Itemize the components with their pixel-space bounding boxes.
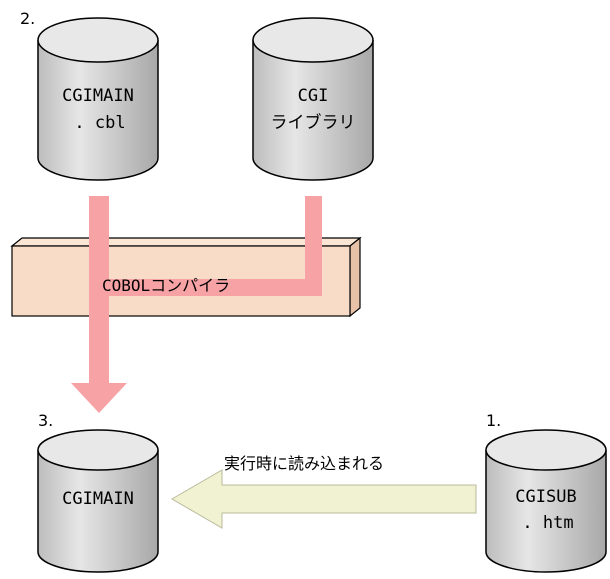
cgisub-htm-label-line1: CGISUB xyxy=(515,487,576,507)
runtime-arrow-label: 実行時に読み込まれる xyxy=(224,454,384,473)
cgimain-cbl-label-line2: . cbl xyxy=(74,113,125,133)
cylinder-cgimain-cbl xyxy=(37,17,159,181)
cgimain-label: CGIMAIN xyxy=(62,489,134,509)
runtime-load-arrow xyxy=(171,469,477,529)
cgimain-cbl-label-line1: CGIMAIN xyxy=(62,86,134,106)
cgi-library-label-line2: ライブラリ xyxy=(271,112,356,133)
cgi-library-label-line1: CGI xyxy=(298,86,329,106)
compile-flow-arrow xyxy=(71,196,322,413)
cgisub-htm-label-line2: . htm xyxy=(522,513,573,533)
step-number-1: 1. xyxy=(486,411,501,430)
compiler-label: COBOLコンパイラ xyxy=(102,276,230,295)
cylinder-cgimain xyxy=(37,429,159,573)
cylinder-cgi-library xyxy=(252,17,374,181)
step-number-3: 3. xyxy=(38,411,53,430)
cylinder-cgisub-htm xyxy=(485,429,607,573)
step-number-2: 2. xyxy=(20,9,35,28)
